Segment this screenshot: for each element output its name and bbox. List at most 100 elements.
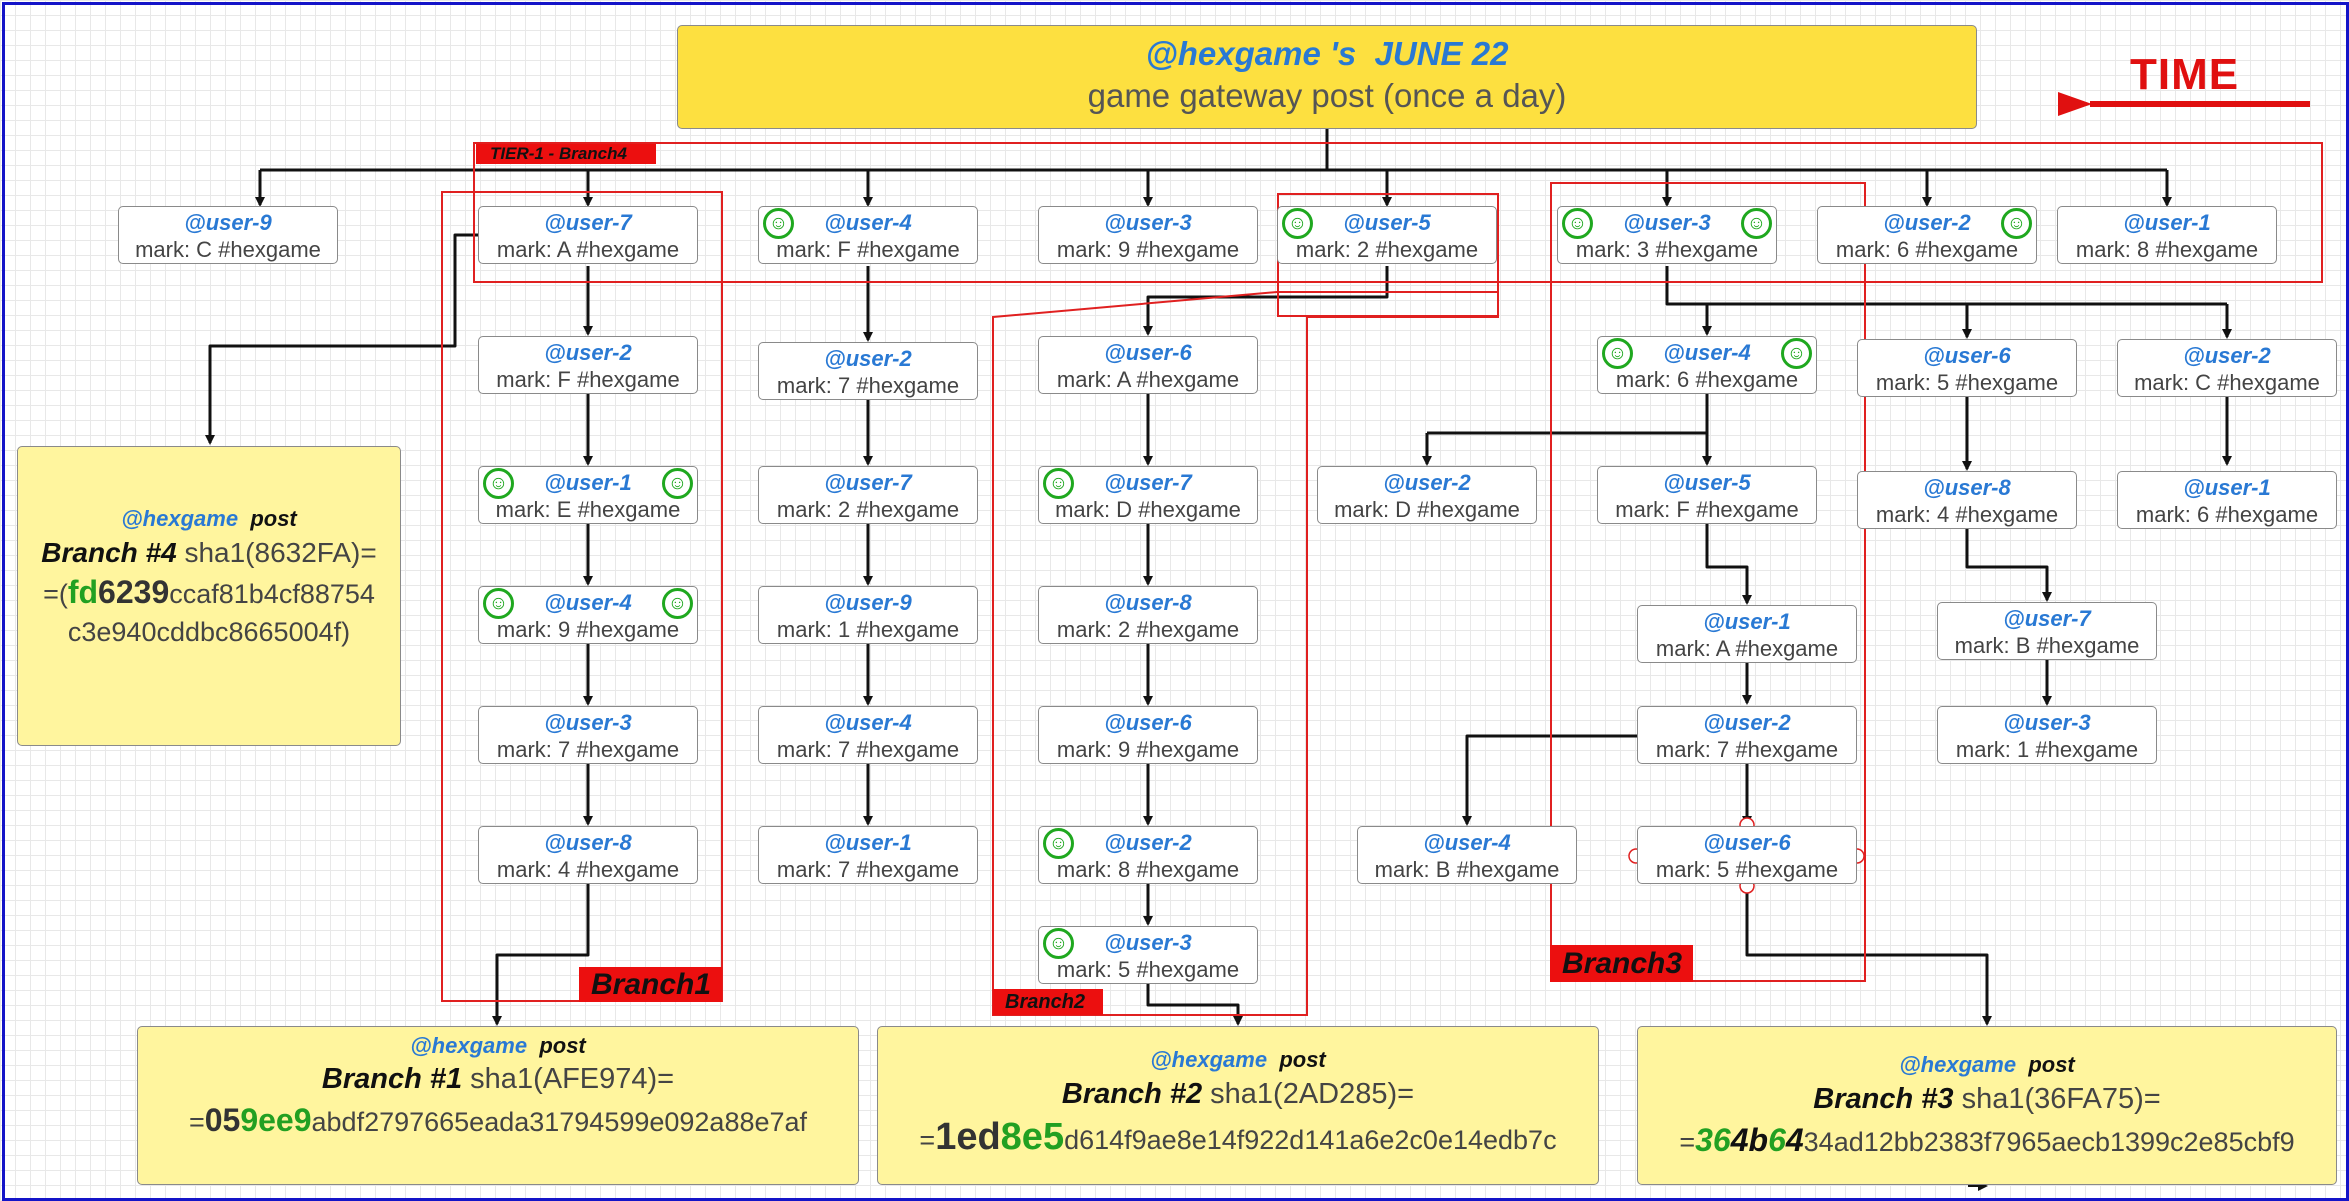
post-header: @hexgame post [1150, 1047, 1326, 1072]
node-b1a[interactable]: @user-2 mark: F #hexgame [478, 336, 698, 394]
node-mark: mark: 8 #hexgame [2075, 237, 2259, 262]
node-t4[interactable]: @user-3 mark: 9 #hexgame [1038, 206, 1258, 264]
node-d1[interactable]: @user-2 mark: D #hexgame [1317, 466, 1537, 524]
post-hash-line: =059ee9abdf2797665eada31794599e092a88e7a… [188, 1102, 808, 1138]
node-t6[interactable]: ☺ ☺ @user-3 mark: 3 #hexgame [1557, 206, 1777, 264]
node-t8[interactable]: @user-1 mark: 8 #hexgame [2057, 206, 2277, 264]
node-b1d[interactable]: @user-3 mark: 7 #hexgame [478, 706, 698, 764]
node-mark: mark: 3 #hexgame [1575, 237, 1759, 262]
node-user: @user-4 [1423, 830, 1511, 855]
node-mark: mark: B #hexgame [1374, 857, 1560, 882]
node-f4[interactable]: @user-3 mark: 1 #hexgame [1937, 706, 2157, 764]
smiley-icon: ☺ [483, 588, 514, 619]
node-c3d[interactable]: @user-4 mark: 7 #hexgame [758, 706, 978, 764]
node-t7[interactable]: ☺ @user-2 mark: 6 #hexgame [1817, 206, 2037, 264]
node-user: @user-2 [544, 340, 632, 365]
node-user: @user-5 [1663, 470, 1751, 495]
smiley-icon: ☺ [1741, 208, 1772, 239]
post-header: @hexgame post [1899, 1052, 2075, 1077]
node-e1[interactable]: @user-4 mark: B #hexgame [1357, 826, 1577, 884]
node-mark: mark: 1 #hexgame [1955, 737, 2139, 762]
node-mark: mark: 4 #hexgame [496, 857, 680, 882]
node-user: @user-3 [1104, 210, 1192, 235]
connector [492, 884, 590, 1026]
node-b3a[interactable]: ☺ ☺ @user-4 mark: 6 #hexgame [1597, 336, 1817, 394]
node-b3b[interactable]: @user-5 mark: F #hexgame [1597, 466, 1817, 524]
node-user: @user-2 [1703, 710, 1791, 735]
node-f2[interactable]: @user-8 mark: 4 #hexgame [1857, 471, 2077, 529]
node-user: @user-6 [1703, 830, 1791, 855]
node-mark: mark: 6 #hexgame [1835, 237, 2019, 262]
node-b3c[interactable]: @user-1 mark: A #hexgame [1637, 605, 1857, 663]
node-c3e[interactable]: @user-1 mark: 7 #hexgame [758, 826, 978, 884]
connector [1462, 734, 1637, 826]
branch3-post[interactable]: @hexgame post Branch #3 sha1(36FA75)= =3… [1637, 1026, 2337, 1185]
node-mark: mark: A #hexgame [1056, 367, 1240, 392]
node-b2f[interactable]: ☺ @user-3 mark: 5 #hexgame [1038, 926, 1258, 984]
node-user: @user-1 [2183, 475, 2271, 500]
node-user: @user-1 [544, 470, 632, 495]
node-user: @user-2 [1383, 470, 1471, 495]
node-user: @user-8 [1923, 475, 2011, 500]
branch2-tag: Branch2 [993, 989, 1103, 1015]
node-mark: mark: E #hexgame [495, 497, 681, 522]
node-user: @user-3 [2003, 710, 2091, 735]
node-g2[interactable]: @user-1 mark: 6 #hexgame [2117, 471, 2337, 529]
branch2-post[interactable]: @hexgame post Branch #2 sha1(2AD285)= =1… [877, 1026, 1599, 1185]
node-user: @user-9 [184, 210, 272, 235]
node-mark: mark: 7 #hexgame [776, 857, 960, 882]
node-user: @user-6 [1923, 343, 2011, 368]
smiley-icon: ☺ [763, 208, 794, 239]
node-c3c[interactable]: @user-9 mark: 1 #hexgame [758, 586, 978, 644]
gateway-post[interactable]: @hexgame 's JUNE 22 game gateway post (o… [677, 25, 1977, 129]
tier1-tag: TIER-1 - Branch4 [476, 144, 656, 164]
node-t3[interactable]: ☺ @user-4 mark: F #hexgame [758, 206, 978, 264]
node-user: @user-3 [1104, 930, 1192, 955]
branch1-post[interactable]: @hexgame post Branch #1 sha1(AFE974)= =0… [137, 1026, 859, 1185]
connector [1146, 984, 1243, 1026]
post-branch-line: Branch #4 sha1(8632FA)= [41, 537, 377, 568]
node-t1[interactable]: @user-9 mark: C #hexgame [118, 206, 338, 264]
branch2-outline [992, 291, 1499, 1016]
node-t5[interactable]: ☺ @user-5 mark: 2 #hexgame [1277, 206, 1497, 264]
node-c3a[interactable]: @user-2 mark: 7 #hexgame [758, 342, 978, 400]
node-mark: mark: B #hexgame [1954, 633, 2140, 658]
node-mark: mark: 9 #hexgame [1056, 737, 1240, 762]
connector [1665, 266, 2227, 306]
node-b2e[interactable]: ☺ @user-2 mark: 8 #hexgame [1038, 826, 1258, 884]
node-mark: mark: 7 #hexgame [776, 737, 960, 762]
smiley-icon: ☺ [662, 468, 693, 499]
node-user: @user-3 [1623, 210, 1711, 235]
node-mark: mark: 2 #hexgame [776, 497, 960, 522]
node-f3[interactable]: @user-7 mark: B #hexgame [1937, 602, 2157, 660]
node-mark: mark: 5 #hexgame [1875, 370, 2059, 395]
node-g1[interactable]: @user-2 mark: C #hexgame [2117, 339, 2337, 397]
node-b1c[interactable]: ☺ ☺ @user-4 mark: 9 #hexgame [478, 586, 698, 644]
smiley-icon: ☺ [1282, 208, 1313, 239]
node-mark: mark: 7 #hexgame [776, 373, 960, 398]
connector [205, 233, 478, 445]
node-user: @user-2 [824, 346, 912, 371]
node-b2a[interactable]: @user-6 mark: A #hexgame [1038, 336, 1258, 394]
node-mark: mark: 2 #hexgame [1056, 617, 1240, 642]
node-mark: mark: 4 #hexgame [1875, 502, 2059, 527]
node-b1e[interactable]: @user-8 mark: 4 #hexgame [478, 826, 698, 884]
smiley-icon: ☺ [662, 588, 693, 619]
node-mark: mark: C #hexgame [135, 237, 321, 262]
node-b2c[interactable]: @user-8 mark: 2 #hexgame [1038, 586, 1258, 644]
node-b2d[interactable]: @user-6 mark: 9 #hexgame [1038, 706, 1258, 764]
connector [1965, 529, 2052, 602]
node-user: @user-7 [544, 210, 632, 235]
node-b2b[interactable]: ☺ @user-7 mark: D #hexgame [1038, 466, 1258, 524]
node-b3d[interactable]: @user-2 mark: 7 #hexgame [1637, 706, 1857, 764]
node-b3e[interactable]: @user-6 mark: 5 #hexgame [1637, 826, 1857, 884]
node-f1[interactable]: @user-6 mark: 5 #hexgame [1857, 339, 2077, 397]
node-user: @user-7 [824, 470, 912, 495]
node-c3b[interactable]: @user-7 mark: 2 #hexgame [758, 466, 978, 524]
node-mark: mark: D #hexgame [1055, 497, 1241, 522]
node-t2[interactable]: @user-7 mark: A #hexgame [478, 206, 698, 264]
branch4-post[interactable]: @hexgame post Branch #4 sha1(8632FA)= =(… [17, 446, 401, 746]
node-b1b[interactable]: ☺ ☺ @user-1 mark: E #hexgame [478, 466, 698, 524]
smiley-icon: ☺ [1781, 338, 1812, 369]
